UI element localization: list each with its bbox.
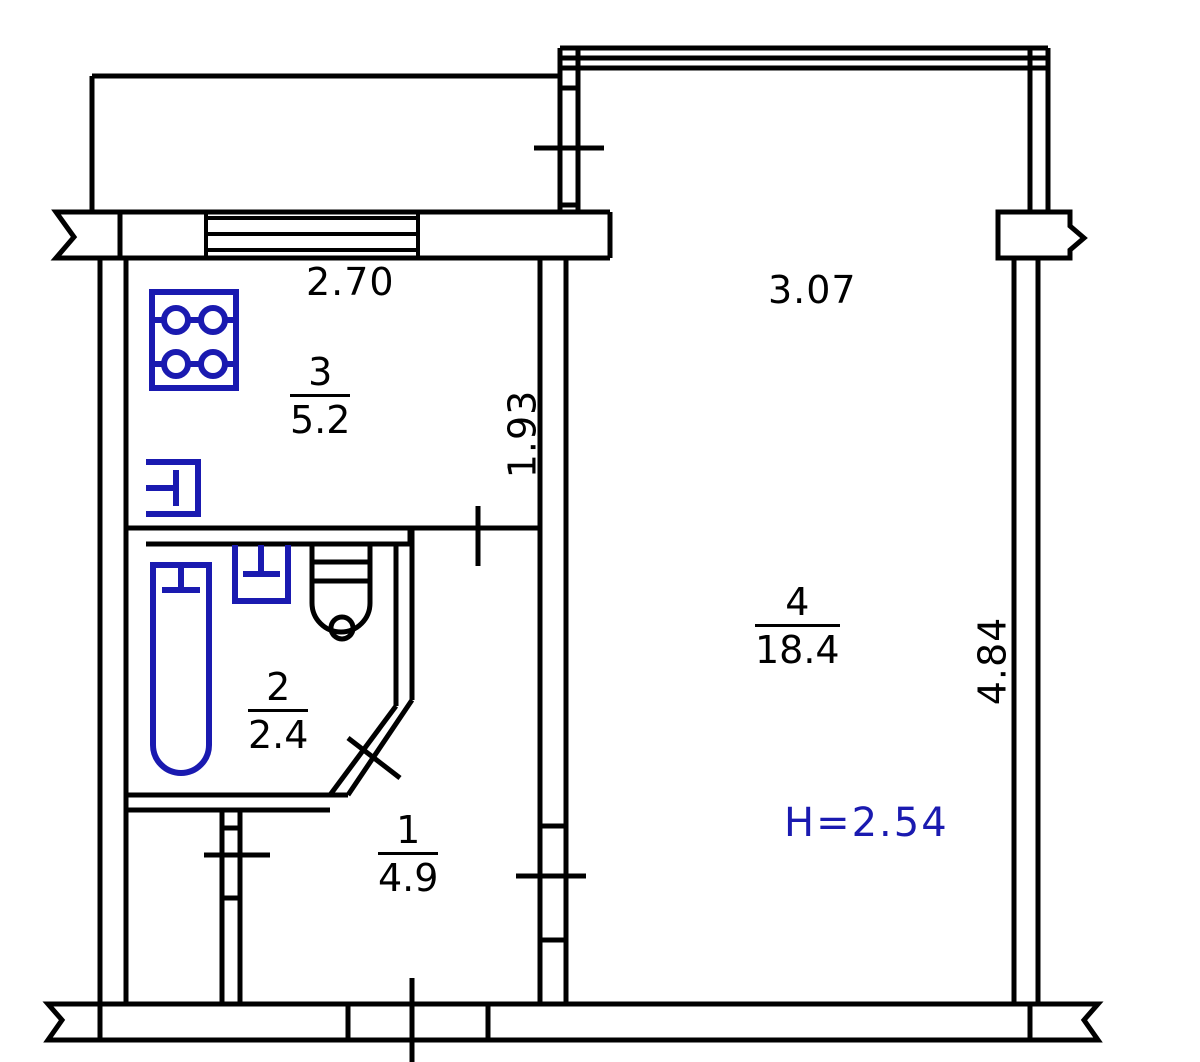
left-exterior-wall bbox=[97, 258, 129, 1004]
room-area: 5.2 bbox=[290, 394, 351, 442]
kitchen-door-tick bbox=[444, 506, 540, 566]
kitchen-living-partition bbox=[537, 258, 569, 1004]
room-label-living-room: 4 18.4 bbox=[755, 580, 840, 672]
balcony-slab-caps bbox=[560, 85, 578, 208]
room-label-kitchen: 3 5.2 bbox=[290, 350, 351, 442]
break-line-left-upper-icon bbox=[50, 209, 123, 261]
room-number: 1 bbox=[396, 808, 421, 852]
dimension-kitchen-depth: 1.93 bbox=[500, 389, 545, 479]
toilet-icon bbox=[309, 544, 373, 642]
dimension-living-room-depth: 4.84 bbox=[970, 616, 1015, 706]
bathroom-sink-icon bbox=[232, 545, 291, 604]
kitchen-sink-icon bbox=[146, 459, 201, 517]
upper-left-outline bbox=[89, 73, 560, 212]
break-line-right-icon bbox=[995, 209, 1088, 261]
room-area: 4.9 bbox=[378, 852, 439, 900]
balcony-outline bbox=[557, 45, 1051, 212]
closet-door-tick bbox=[204, 825, 270, 901]
break-line-bottom-right-icon bbox=[1027, 1001, 1104, 1043]
room-label-hallway: 1 4.9 bbox=[378, 808, 439, 900]
dimension-kitchen-width: 2.70 bbox=[306, 260, 395, 304]
hallway-closet-partition bbox=[219, 810, 243, 1004]
room-area: 2.4 bbox=[248, 709, 309, 757]
right-exterior-wall bbox=[1011, 212, 1041, 1004]
balcony-door-tick bbox=[534, 120, 604, 178]
bottom-exterior-wall bbox=[62, 1001, 1095, 1043]
kitchen-top-wall bbox=[120, 209, 613, 261]
bathtub-icon bbox=[150, 562, 212, 776]
entry-door-tick bbox=[345, 978, 491, 1062]
kitchen-window-icon bbox=[204, 212, 420, 258]
dimension-living-room-width: 3.07 bbox=[768, 268, 857, 312]
break-line-left-lower-icon bbox=[42, 1001, 103, 1043]
room-label-bathroom: 2 2.4 bbox=[248, 665, 309, 757]
room-number: 4 bbox=[785, 580, 810, 624]
room-area: 18.4 bbox=[755, 624, 840, 672]
room-number: 3 bbox=[308, 350, 333, 394]
ceiling-height-label: H=2.54 bbox=[784, 800, 949, 846]
partition-door-ticks bbox=[516, 823, 586, 943]
stove-icon bbox=[149, 289, 239, 391]
bathroom-door-tick bbox=[346, 736, 402, 780]
room-number: 2 bbox=[266, 665, 291, 709]
